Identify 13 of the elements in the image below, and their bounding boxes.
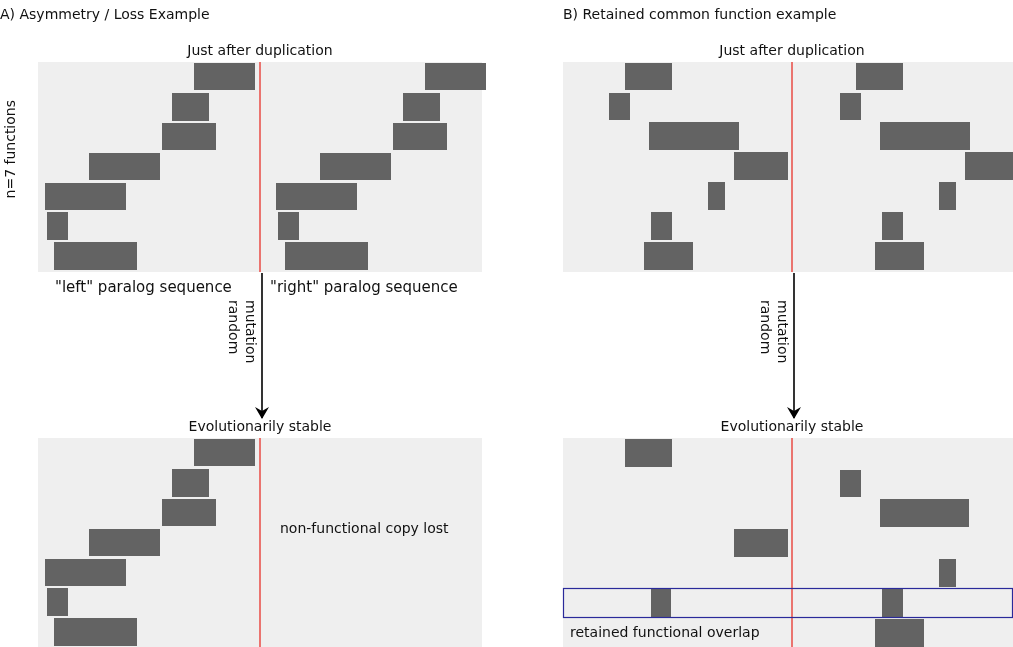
panel-heading: Just after duplication (185, 42, 334, 58)
panel-heading: Evolutionarily stable (719, 418, 865, 434)
panel-title: B) Retained common function example (563, 6, 837, 22)
panel-heading: Just after duplication (717, 42, 866, 58)
axis-label: n=7 functions (2, 100, 18, 199)
overlap-caption: retained functional overlap (570, 624, 760, 640)
sequence-label: "left" paralog sequence (55, 278, 232, 296)
arrow (787, 272, 801, 419)
panel-note: non-functional copy lost (280, 520, 449, 536)
arrow (255, 272, 269, 419)
sequence-label: "right" paralog sequence (270, 278, 458, 296)
panel-title: A) Asymmetry / Loss Example (0, 6, 210, 22)
panel-heading: Evolutionarily stable (187, 418, 333, 434)
